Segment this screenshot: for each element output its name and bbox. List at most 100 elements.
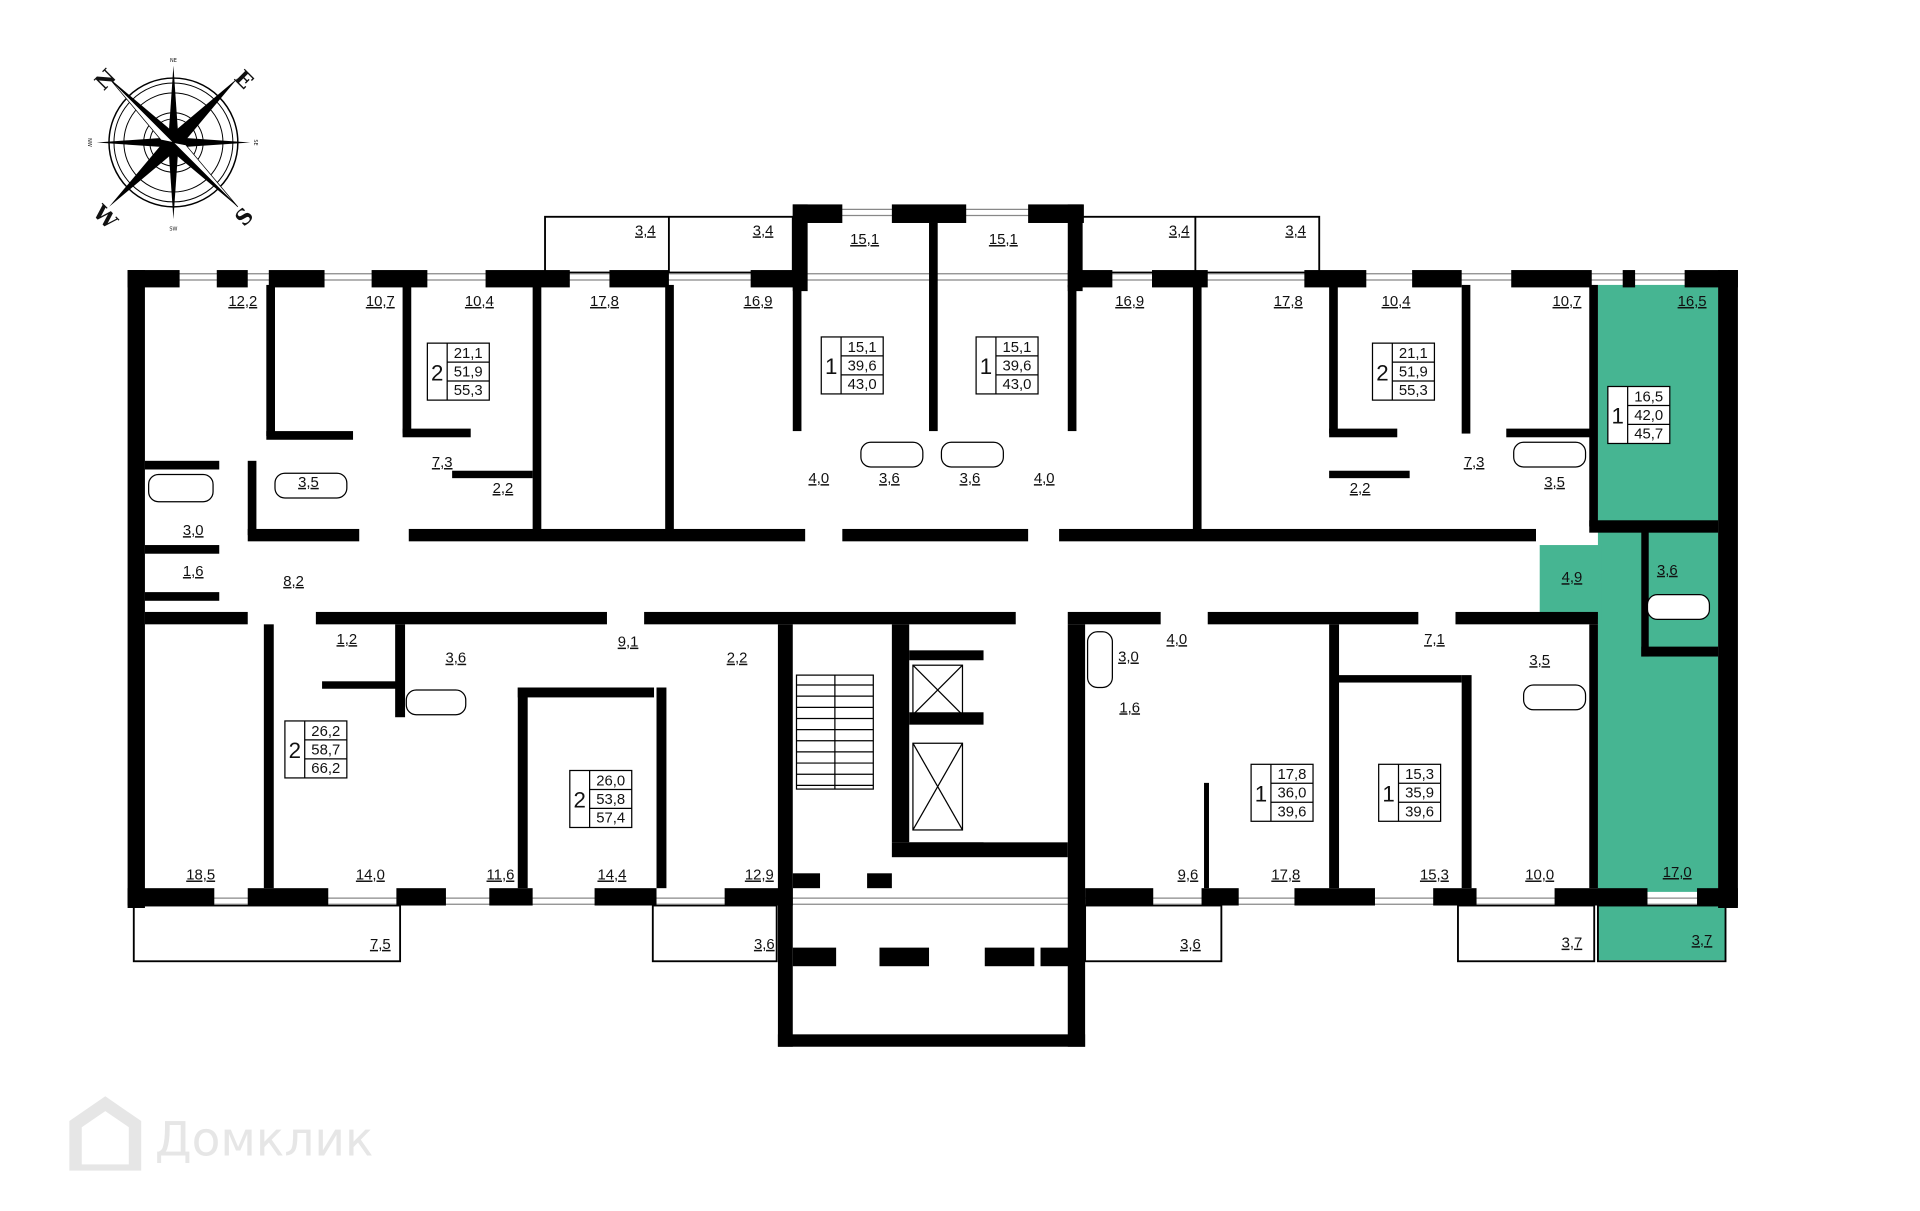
room-count: 2 [574,788,586,813]
watermark: Домклик [69,1096,373,1171]
room-area-label: 16,9 [744,294,773,310]
wall [879,947,930,967]
wall [656,687,667,889]
bathtub-icon [1646,593,1711,620]
room-area-label: 3,4 [1169,223,1190,239]
room-area-label: 17,8 [1271,868,1300,884]
apartment-info-box[interactable]: 115,335,939,6 [1378,763,1442,822]
room-area-label: 2,2 [493,481,514,497]
wall [1201,888,1239,906]
apartment-info-box[interactable]: 117,836,039,6 [1250,763,1314,822]
room-area-label: 3,4 [635,223,656,239]
wall [1329,470,1410,479]
house-icon [69,1096,142,1171]
room-area-label: 15,1 [989,232,1018,248]
total-area: 55,3 [454,383,483,399]
wall [1589,624,1598,889]
wall [1067,284,1077,432]
room-count: 1 [1612,404,1624,429]
compass-se: SE [252,139,258,145]
wall [263,624,274,889]
room-area-label: 9,1 [618,635,639,651]
room-area-label: 10,4 [1382,294,1411,310]
compass-sw: SW [169,226,177,232]
apartment-info-box[interactable]: 221,151,955,3 [426,342,490,401]
wall [247,528,360,542]
apartment-area: 42,0 [1634,408,1663,424]
info-box-frame [1371,342,1436,401]
wall [532,284,542,533]
wall [1067,611,1161,625]
wall [1294,888,1375,906]
wall [777,1034,1086,1047]
wall [268,270,325,288]
room-count: 1 [825,354,837,379]
wall [609,270,669,288]
info-box-frame [426,342,490,401]
bathtub-icon [860,441,924,468]
info-box-frame [1378,763,1442,822]
bathtub-icon [274,472,348,499]
total-area: 66,2 [311,761,340,777]
room-area-label: 3,5 [298,475,319,491]
wall [371,270,428,288]
wall [396,888,446,906]
room-area-label: 7,3 [1464,455,1485,471]
compass-east: E [230,65,259,94]
wall [144,592,220,601]
wall [395,624,406,718]
apartment-info-box[interactable]: 115,139,643,0 [820,336,884,395]
apartment-info-box[interactable]: 116,542,045,7 [1607,385,1671,445]
room-area-label: 1,6 [1119,700,1140,716]
wall [909,650,984,661]
wall [127,888,215,906]
room-count: 1 [1255,781,1267,806]
room-area-label: 3,6 [1657,563,1678,579]
wall [1697,888,1738,906]
wall [1192,284,1202,533]
apartment-area: 53,8 [596,792,625,808]
living-area: 21,1 [454,346,483,362]
room-area-label: 3,6 [754,937,775,953]
room-area-label: 16,9 [1115,294,1144,310]
room-area-label: 17,0 [1663,865,1692,881]
wall [792,204,808,292]
wall [1329,284,1338,434]
apartment-info-box[interactable]: 226,053,857,4 [569,769,633,829]
wall [489,888,533,906]
living-area: 26,2 [311,724,340,740]
apartment-info-box[interactable]: 221,151,955,3 [1371,342,1436,401]
room-area-label: 7,5 [370,937,391,953]
elevator-cross [912,742,964,831]
total-area: 55,3 [1399,383,1428,399]
room-area-label: 3,5 [1529,653,1550,669]
wall [322,681,397,689]
wall [1641,646,1719,657]
wall [485,270,570,288]
wall [891,624,910,843]
wall [1455,611,1598,625]
room-count: 1 [980,354,992,379]
room-count: 1 [1382,781,1394,806]
bathtub-icon [148,473,214,503]
total-area: 45,7 [1634,427,1663,443]
wall [1461,284,1471,434]
wall [724,888,793,906]
wall [1152,270,1208,288]
apartment-info-box[interactable]: 115,139,643,0 [975,336,1039,395]
wall [1304,270,1367,288]
room-area-label: 7,3 [432,455,453,471]
room-area-label: 3,7 [1692,933,1713,949]
wall [1511,270,1592,288]
wall [408,528,806,542]
room-area-label: 7,1 [1424,632,1445,648]
room-area-label: 2,2 [1350,481,1371,497]
wall [315,611,607,625]
info-box-frame [1607,385,1671,445]
total-area: 39,6 [1278,804,1307,820]
room-area-label: 3,7 [1562,936,1583,952]
apartment-info-box[interactable]: 226,258,766,2 [284,720,348,779]
balcony [1084,904,1223,963]
compass-ne: NE [170,58,177,64]
room-area-label: 3,0 [183,523,204,539]
